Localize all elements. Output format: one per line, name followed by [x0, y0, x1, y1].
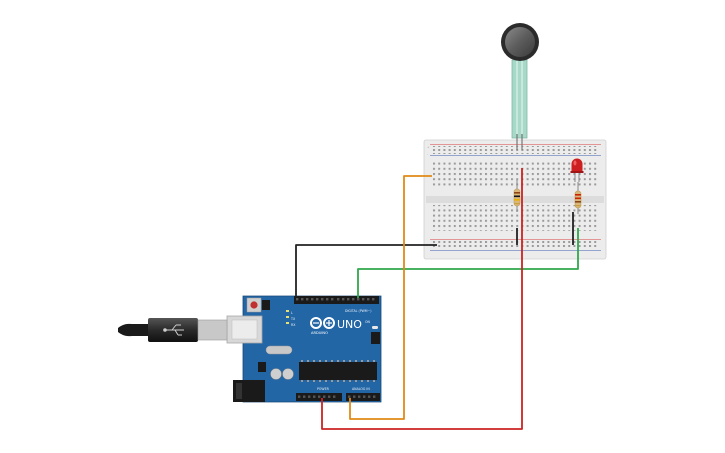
on-label: ON	[365, 320, 371, 324]
lower-terminal-strip	[433, 205, 599, 231]
arduino-logo	[310, 317, 335, 329]
rail-minus-label: -	[427, 152, 428, 156]
capacitor-1	[270, 368, 282, 380]
board-brand-label: ARDUINO	[311, 331, 328, 335]
resistor-led[interactable]	[574, 182, 582, 214]
power-label: POWER	[317, 387, 330, 391]
fsr-disc-inner	[505, 27, 535, 57]
usb-cable[interactable]	[118, 318, 228, 342]
icsp-header[interactable]	[371, 332, 380, 344]
force-sensor[interactable]	[501, 23, 539, 150]
bottom-rail-holes	[433, 241, 599, 249]
capacitor-2	[282, 368, 294, 380]
wire-green-digital[interactable]	[357, 228, 579, 298]
reset-button-cap[interactable]	[250, 301, 258, 309]
usb-icon	[163, 324, 184, 336]
resistor-fsr[interactable]	[513, 180, 521, 212]
icsp-usb-header[interactable]	[262, 300, 270, 310]
analog-in-label: ANALOG IN	[352, 387, 370, 391]
top-rail-holes	[433, 146, 599, 154]
l-label: L	[291, 311, 293, 315]
wire-black-gnd[interactable]	[295, 244, 437, 297]
tx-led	[286, 316, 289, 318]
usb-cable-strain-relief	[118, 323, 148, 337]
wire-red-5v[interactable]	[321, 168, 523, 430]
crystal-oscillator	[265, 345, 293, 355]
rail-plus-label: +	[427, 145, 430, 149]
tx-label: TX	[290, 317, 296, 321]
board-model-label: UNO	[337, 318, 362, 331]
atmega-chip	[299, 362, 377, 380]
digital-header[interactable]	[294, 296, 379, 304]
rx-led	[286, 322, 289, 324]
rx-label: RX	[291, 323, 296, 327]
l-led	[286, 310, 289, 312]
on-led	[372, 326, 378, 329]
arduino-uno[interactable]: UNO ARDUINO DIGITAL (PWM~) POWER ANALOG …	[226, 295, 382, 403]
led-red[interactable]	[570, 158, 584, 183]
wire-orange-analog[interactable]	[349, 175, 432, 420]
digital-pins-label: DIGITAL (PWM~)	[345, 309, 371, 313]
voltage-regulator	[258, 362, 266, 372]
usb-plug-metal	[197, 319, 228, 341]
